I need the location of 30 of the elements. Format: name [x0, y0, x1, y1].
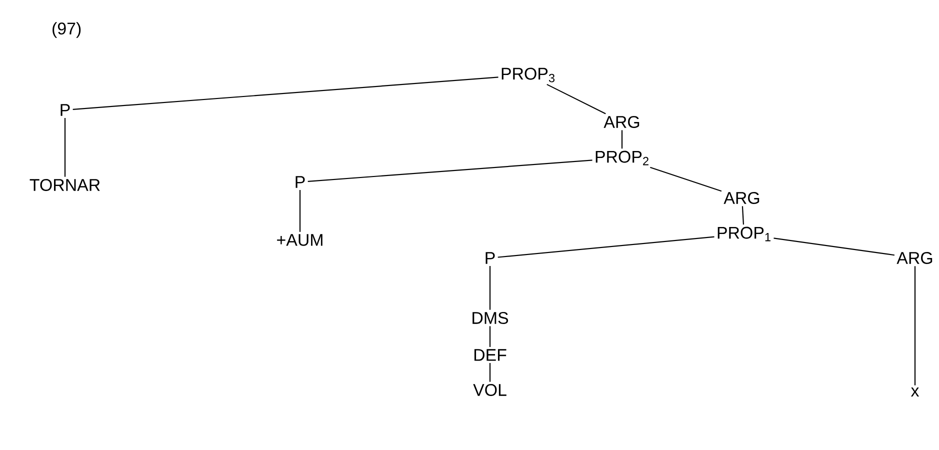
tree-branch: [650, 166, 722, 192]
tree-branch: [774, 238, 895, 256]
tree-node-label: ARG: [896, 252, 932, 264]
tree-branch: [489, 266, 491, 310]
tree-branch: [742, 206, 744, 225]
tree-node-label: VOL: [473, 384, 506, 396]
tree-node-label: DMS: [472, 312, 508, 324]
tree-node-label: PROP$_{2}$: [596, 150, 648, 166]
tree-node-label: PROP$_{1}$: [718, 226, 770, 242]
tree-node-label: P: [486, 252, 495, 264]
tree-branch: [498, 236, 714, 258]
tree-node-label: ARG: [724, 192, 760, 204]
tree-branch: [308, 160, 592, 182]
tree-node-label: +AUM: [277, 234, 322, 246]
tree-branch: [621, 130, 623, 149]
tree-branch: [299, 190, 301, 232]
tree-branch: [64, 118, 66, 177]
tree-node-label: P: [296, 176, 305, 188]
tree-branch: [489, 326, 491, 347]
tree-branch: [546, 84, 606, 114]
tree-node-label: P: [60, 104, 70, 116]
tree-node-label: DEF: [474, 349, 506, 361]
tree-branch: [914, 266, 916, 386]
tree-branch: [489, 363, 491, 382]
tree-node-label: x: [910, 388, 920, 396]
example-number: (97): [52, 22, 81, 38]
tree-node-label: TORNAR: [30, 179, 100, 191]
tree-node-label: PROP$_{3}$: [502, 68, 555, 82]
tree-branch: [72, 76, 498, 110]
tree-node-label: ARG: [604, 116, 640, 128]
